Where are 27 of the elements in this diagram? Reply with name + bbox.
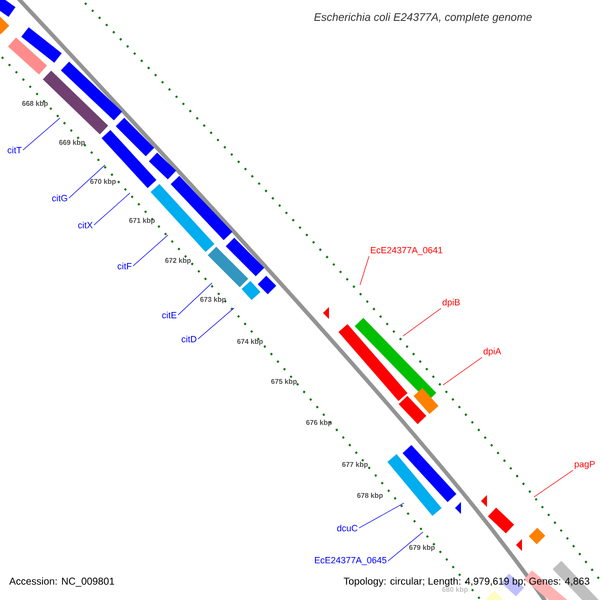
leader-line bbox=[442, 357, 482, 386]
leader-line bbox=[358, 502, 404, 528]
gene-label: citT bbox=[8, 146, 22, 154]
gene-label: citG bbox=[52, 194, 68, 202]
gene-label: dpiA bbox=[484, 348, 502, 356]
gene-label: EcE24377A_0645 bbox=[314, 556, 386, 566]
gene-label: citE bbox=[162, 312, 176, 318]
genome-info-text: Topology: circular; Length: 4,979,619 bp; Genes: 4,863 bbox=[344, 577, 590, 587]
gene-label: citD bbox=[182, 336, 196, 342]
leader-line bbox=[388, 532, 424, 562]
gene-label: citX bbox=[78, 222, 93, 228]
gene-label: dcuC bbox=[337, 524, 358, 532]
leader-line bbox=[132, 234, 168, 266]
gene-label: pagP bbox=[574, 460, 595, 470]
leader-line bbox=[198, 308, 234, 340]
gene-label: dpiB bbox=[442, 298, 460, 308]
leader-line bbox=[94, 192, 130, 226]
gene-label: EcE24377A_0641 bbox=[370, 246, 442, 256]
leader-line bbox=[402, 308, 442, 336]
leader-line bbox=[178, 282, 212, 316]
leader-line bbox=[534, 470, 574, 498]
leader-line bbox=[360, 256, 370, 286]
gene-label: citF bbox=[118, 262, 132, 270]
title: Escherichia coli E24377A, complete genome bbox=[314, 12, 532, 24]
accession-text: Accession: NC_009801 bbox=[9, 577, 114, 587]
leader-line bbox=[68, 164, 106, 198]
leader-line bbox=[22, 118, 60, 150]
